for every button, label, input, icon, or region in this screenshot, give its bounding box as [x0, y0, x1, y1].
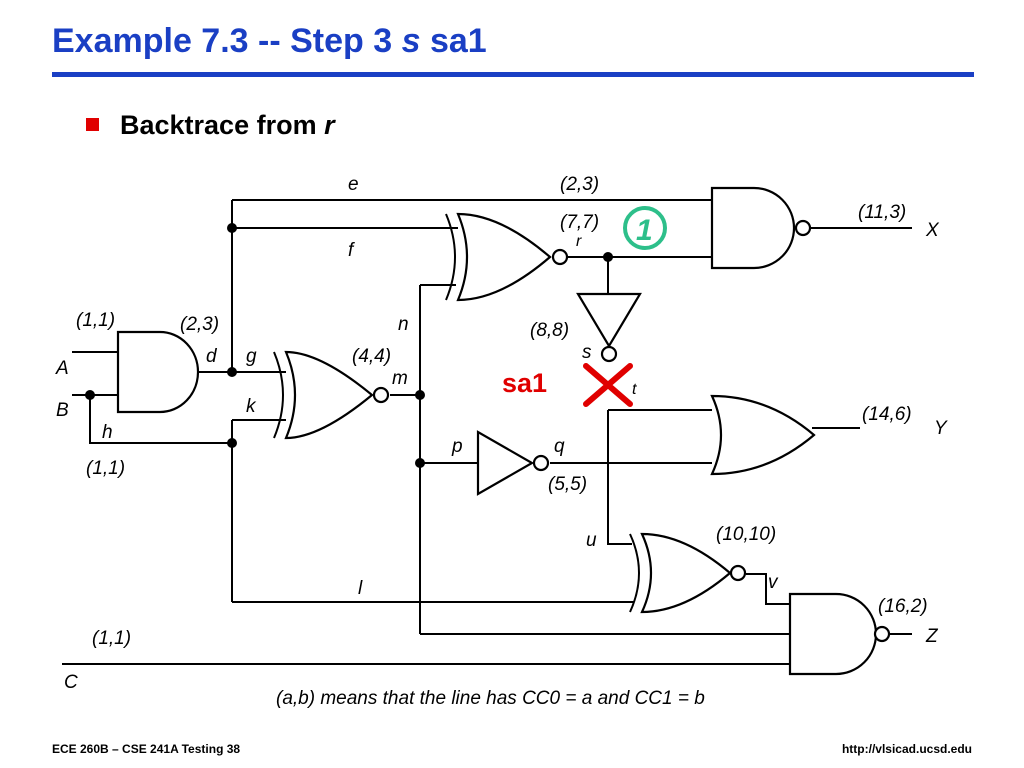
wire-h — [89, 395, 232, 444]
label-y: Y — [934, 418, 948, 439]
label-z: Z — [925, 626, 939, 647]
label-a: A — [55, 358, 69, 379]
or-gate-y — [710, 394, 816, 476]
inverter-s — [576, 292, 642, 363]
xnor-gate-v — [629, 532, 747, 614]
cc-s: (8,8) — [530, 320, 569, 341]
nand-gate-z — [788, 592, 891, 676]
footer-url: http://vlsicad.ucsd.edu — [841, 742, 972, 756]
label-f: f — [348, 240, 355, 261]
label-d: d — [206, 346, 218, 367]
cc-d: (2,3) — [180, 314, 219, 335]
wire-v — [746, 573, 790, 605]
cc-b: (1,1) — [86, 458, 125, 479]
cc-q: (5,5) — [548, 474, 587, 495]
cc-a: (1,1) — [76, 310, 115, 331]
label-h: h — [102, 422, 113, 443]
junction-dots — [85, 223, 613, 468]
cc-m: (4,4) — [352, 346, 391, 367]
label-m: m — [392, 368, 408, 389]
label-x: X — [925, 220, 940, 241]
assigned-value: 1 — [636, 214, 653, 247]
label-s: s — [582, 342, 592, 363]
label-t: t — [632, 381, 637, 398]
label-c: C — [64, 672, 78, 693]
cc-e: (2,3) — [560, 174, 599, 195]
bullet-square-icon — [86, 118, 99, 131]
label-q: q — [554, 436, 565, 457]
cc-y: (14,6) — [862, 404, 912, 425]
cc-v: (10,10) — [716, 524, 776, 545]
label-k: k — [246, 396, 257, 417]
fault-cross-icon — [583, 363, 633, 407]
label-l: l — [358, 578, 363, 599]
fault-label: sa1 — [502, 368, 547, 398]
cc-z: (16,2) — [878, 596, 928, 617]
bullet-text: Backtrace from r — [120, 110, 335, 140]
label-p: p — [451, 436, 463, 457]
cc-c: (1,1) — [92, 628, 131, 649]
page-title: Example 7.3 -- Step 3 s sa1 — [52, 22, 487, 60]
xnor-gate-m — [273, 350, 390, 440]
label-g: g — [246, 346, 257, 367]
label-b: B — [56, 400, 69, 421]
xnor-gate-r — [445, 212, 569, 302]
assigned-value-badge: 1 — [623, 206, 667, 250]
label-r: r — [576, 233, 582, 250]
cc-x: (11,3) — [858, 202, 906, 223]
footer-course: ECE 260B – CSE 241A Testing 38 — [52, 742, 241, 756]
label-v: v — [768, 572, 779, 593]
label-u: u — [586, 530, 597, 551]
label-e: e — [348, 174, 359, 195]
cc-legend: (a,b) means that the line has CC0 = a an… — [276, 688, 705, 709]
nand-gate-x — [710, 186, 812, 270]
cc-r: (7,7) — [560, 212, 599, 233]
and-gate-d — [116, 330, 200, 414]
label-n: n — [398, 314, 409, 335]
inverter-q — [476, 430, 550, 496]
wire-t — [607, 410, 632, 545]
title-rule — [52, 72, 974, 77]
